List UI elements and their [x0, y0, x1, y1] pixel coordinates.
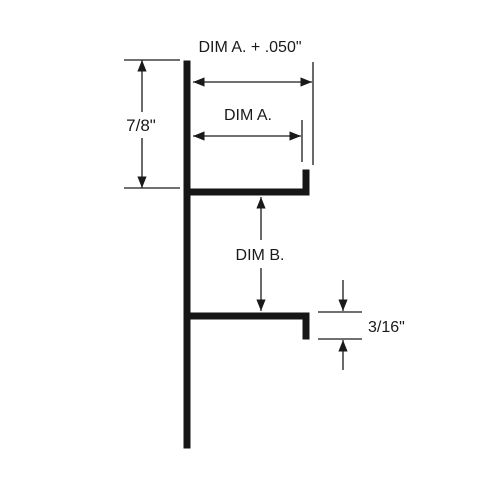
- dim-b-label: DIM B.: [236, 247, 285, 264]
- extension-lines: [124, 59, 362, 340]
- lower-flange: [183, 312, 310, 340]
- extrusion-profile: [183, 60, 310, 449]
- lip-label: 3/16": [368, 319, 405, 336]
- upper-flange: [183, 169, 310, 196]
- height-label: 7/8": [126, 116, 156, 135]
- height-label-mask: [118, 112, 166, 138]
- dim-a-label: DIM A.: [224, 107, 272, 124]
- dim-a-plus-label: DIM A. + .050": [198, 39, 301, 56]
- dim-b-label-mask: [228, 240, 292, 268]
